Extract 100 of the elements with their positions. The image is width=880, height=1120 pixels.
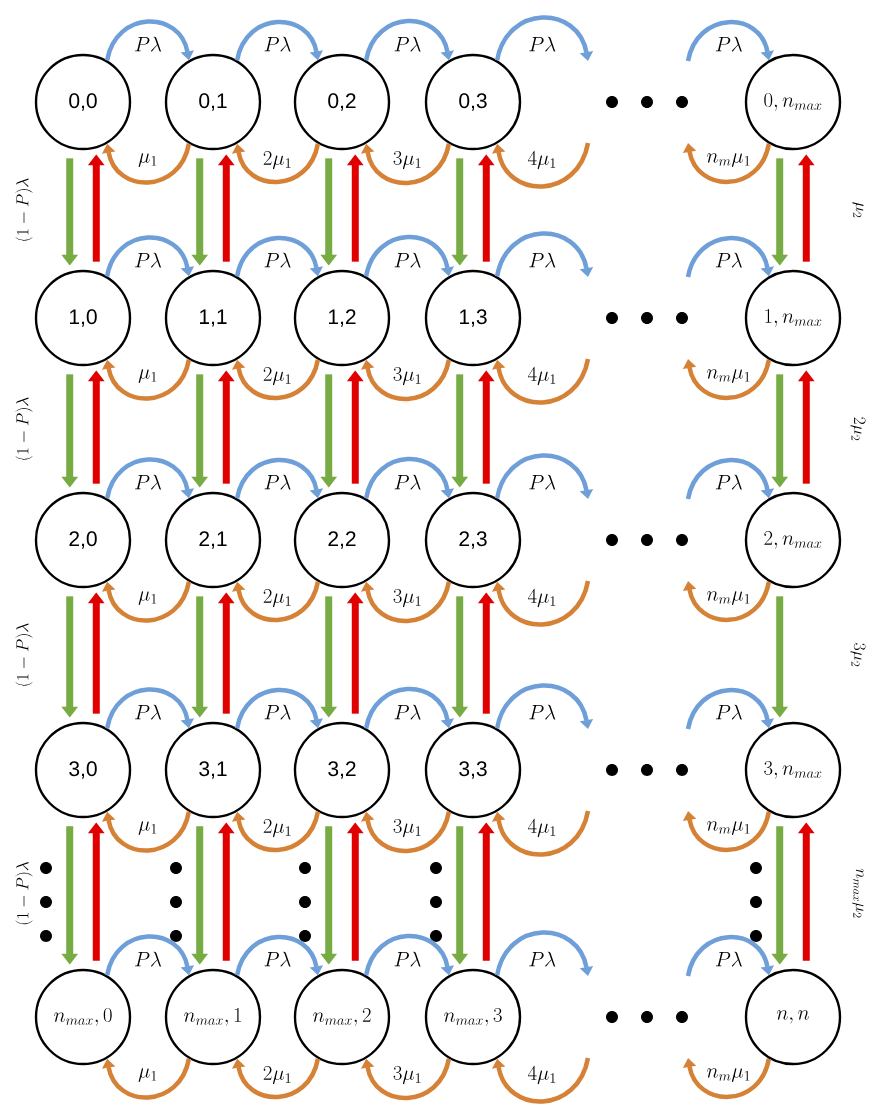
edge-label: $3\mu_1$: [391, 366, 424, 386]
edge-label: $P\lambda$: [262, 703, 293, 721]
rate-label: $\mu_2$: [852, 202, 864, 218]
edge-label: $P\lambda$: [527, 251, 558, 269]
transition-arrow: [685, 687, 775, 730]
transition-arrow: [101, 1058, 192, 1100]
edge-label: $P\lambda$: [262, 35, 293, 53]
transition-arrow: [101, 811, 192, 853]
transition-arrow: [682, 359, 772, 400]
transition-arrow: [682, 811, 772, 852]
transition-arrow: [360, 1058, 452, 1101]
edge-label: $n_m\mu_1$: [705, 152, 753, 168]
edge-label: $P\lambda$: [713, 473, 744, 491]
rate-label: $n_{max}\mu_2$: [852, 868, 864, 918]
transition-arrow: [231, 143, 321, 185]
transition-arrow: [491, 810, 591, 857]
transition-arrow: [682, 1058, 772, 1099]
edge-label: $P\lambda$: [133, 473, 163, 491]
transition-arrow: [685, 457, 775, 500]
edge-label: $\mu_1$: [137, 590, 159, 606]
transition-arrow: [360, 811, 452, 854]
transition-arrow: [494, 930, 594, 976]
transition-arrow: [491, 580, 591, 627]
transition-arrow: [363, 686, 455, 729]
edge-label: $2\mu_1$: [261, 1065, 294, 1085]
transition-arrow: [234, 457, 324, 499]
transition-arrow: [231, 581, 321, 623]
edge-label: $2\mu_1$: [261, 150, 294, 170]
transition-arrow: [234, 19, 324, 61]
rate-label: $(1-P)\lambda$: [15, 397, 33, 460]
edge-label: $\mu_1$: [137, 820, 159, 836]
edge-label: $3\mu_1$: [391, 150, 424, 170]
edge-label: $P\lambda$: [713, 251, 744, 269]
edge-label: $n_m\mu_1$: [705, 1067, 753, 1083]
edge-label: $2\mu_1$: [261, 366, 294, 386]
transition-arrow: [234, 687, 324, 729]
edge-label: $4\mu_1$: [526, 818, 558, 838]
transition-arrow: [494, 683, 594, 729]
edge-label: $\mu_1$: [137, 368, 159, 384]
transition-arrow: [491, 358, 591, 405]
transition-arrow: [491, 142, 591, 189]
transition-arrow: [685, 235, 775, 278]
edge-label: $\mu_1$: [137, 1067, 159, 1083]
transition-arrow: [101, 581, 192, 623]
transition-arrow: [491, 1057, 591, 1104]
edge-label: $P\lambda$: [713, 703, 744, 721]
edge-label: $P\lambda$: [392, 251, 423, 269]
rate-label: $(1-P)\lambda$: [15, 623, 33, 686]
rate-label: $(1-P)\lambda$: [15, 178, 33, 241]
transition-arrow: [104, 235, 195, 277]
edge-label: $4\mu_1$: [526, 1065, 558, 1085]
edge-label: $4\mu_1$: [526, 588, 558, 608]
edge-label: $n_m\mu_1$: [705, 590, 753, 606]
edge-label: $\mu_1$: [137, 152, 159, 168]
transition-arrow: [360, 581, 452, 624]
transition-arrow: [104, 687, 195, 729]
edge-label: $P\lambda$: [527, 473, 558, 491]
edge-label: $2\mu_1$: [261, 818, 294, 838]
transition-arrow: [231, 359, 321, 401]
rate-label: $(1-P)\lambda$: [15, 861, 33, 925]
transition-arrow: [685, 19, 775, 62]
edge-label: $3\mu_1$: [391, 818, 424, 838]
edge-label: $P\lambda$: [392, 703, 423, 721]
edge-label: $P\lambda$: [392, 473, 423, 491]
transition-arrow: [363, 18, 455, 61]
transition-arrow: [363, 456, 455, 499]
transition-arrow: [360, 359, 452, 402]
edge-label: $P\lambda$: [133, 35, 163, 53]
edge-label: $2\mu_1$: [261, 588, 294, 608]
edge-label: $P\lambda$: [527, 950, 558, 968]
edge-label: $P\lambda$: [262, 251, 293, 269]
transition-arrow: [104, 19, 195, 61]
edge-label: $P\lambda$: [133, 251, 163, 269]
transition-arrow: [104, 457, 195, 499]
transition-arrow: [494, 15, 594, 61]
transition-arrow: [101, 359, 192, 401]
edge-label: $4\mu_1$: [526, 366, 558, 386]
transition-arrow: [231, 811, 321, 853]
transition-arrow: [682, 143, 772, 184]
transition-arrow: [494, 453, 594, 499]
transition-arrow: [101, 143, 192, 185]
edge-label: $4\mu_1$: [526, 150, 558, 170]
edge-label: $P\lambda$: [527, 703, 558, 721]
transition-arrow: [231, 1058, 321, 1100]
edge-label: $P\lambda$: [133, 703, 163, 721]
rate-label: $2\mu_2$: [850, 417, 866, 441]
edge-label: $P\lambda$: [392, 950, 423, 968]
transition-arrow: [234, 235, 324, 277]
edge-label: $3\mu_1$: [391, 588, 424, 608]
edge-label: $P\lambda$: [133, 950, 163, 968]
edge-label: $P\lambda$: [527, 35, 558, 53]
edge-label: $P\lambda$: [262, 473, 293, 491]
edge-label: $P\lambda$: [392, 35, 423, 53]
edge-label: $n_m\mu_1$: [705, 820, 753, 836]
transition-arrow: [363, 234, 455, 277]
transition-arrow: [494, 231, 594, 277]
transition-arrow: [360, 143, 452, 186]
edge-label: $P\lambda$: [713, 950, 744, 968]
transition-arrow: [104, 934, 195, 976]
transition-arrow: [682, 581, 772, 622]
